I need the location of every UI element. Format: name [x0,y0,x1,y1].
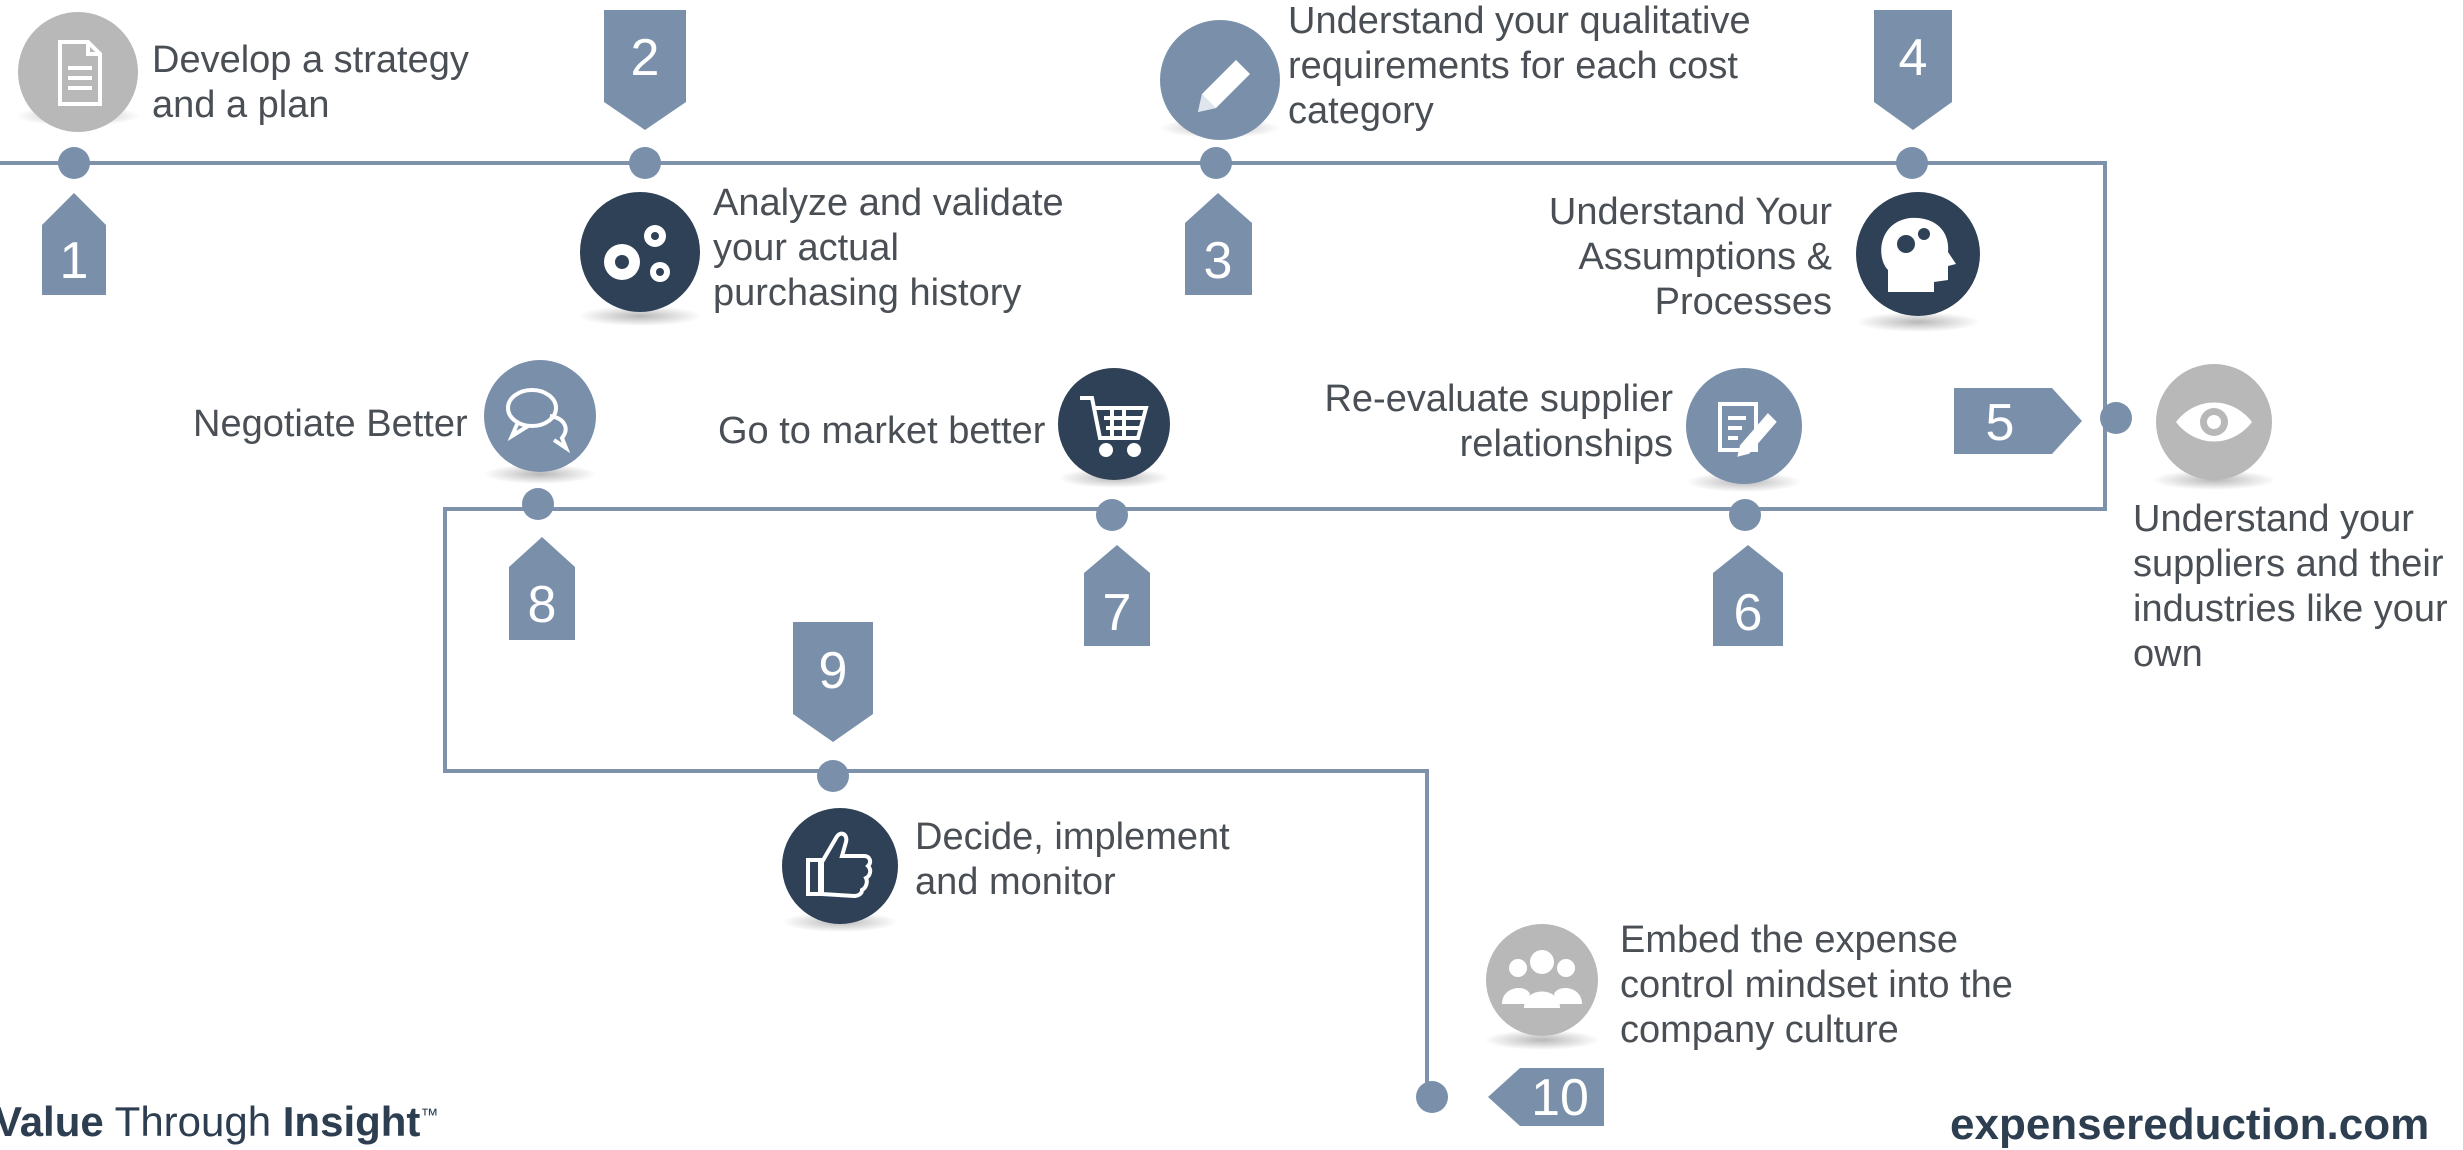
people-group-icon [1502,950,1582,1008]
node-dot [817,760,849,792]
step-number: 7 [1103,584,1132,642]
step-2: 2 [578,10,702,326]
step-2-label: Analyze and validate your actual purchas… [713,182,1064,314]
node-dot [1416,1081,1448,1113]
step-number: 9 [819,642,848,700]
pencil-icon [1198,60,1250,112]
step-icon-circle [580,192,700,312]
step-number: 10 [1531,1069,1589,1127]
step-number: 3 [1204,232,1233,290]
step-9-label: Decide, implement and monitor [915,816,1230,903]
step-6: 6 [1686,368,1802,646]
step-icon-circle [18,12,138,132]
tagline: Value Through Insight™ [0,1098,438,1146]
step-number: 5 [1986,394,2015,452]
step-number: 4 [1899,29,1928,87]
number-marker [1874,10,1952,130]
number-marker [793,622,873,742]
number-marker [42,193,106,295]
step-icon-circle [484,360,596,472]
node-dot [1729,499,1761,531]
number-marker [1185,193,1252,295]
tagline-word-through: Through [103,1098,283,1145]
eye-icon [2176,402,2252,442]
head-gears-icon [1881,217,1956,292]
number-marker [1084,545,1150,646]
number-marker [509,537,575,640]
step-number: 2 [631,29,660,87]
step-1: 1 [16,12,140,295]
step-9: 9 [782,622,898,932]
step-number: 1 [60,232,89,290]
tagline-word-insight: Insight [282,1098,421,1145]
tagline-word-value: Value [0,1098,104,1145]
step-8: 8 [484,360,596,640]
step-icon-circle [782,808,898,924]
step-number: 6 [1734,584,1763,642]
node-dot [522,488,554,520]
step-7: 7 [1058,368,1170,646]
step-5: 5 [1954,364,2276,490]
document-icon [58,40,102,106]
thumbs-up-icon [806,831,873,899]
node-dot [629,147,661,179]
timeline-connector [0,161,2107,1099]
shopping-cart-icon [1080,396,1149,457]
speech-bubbles-icon [506,388,571,454]
node-dot [1200,147,1232,179]
step-1-label: Develop a strategy and a plan [152,39,469,126]
node-dot [1096,499,1128,531]
step-number: 8 [528,576,557,634]
node-dot [2100,402,2132,434]
number-marker [1488,1068,1604,1126]
number-marker [1954,388,2082,454]
step-10-label: Embed the expense control mindset into t… [1620,919,2013,1051]
step-8-label: Negotiate Better [193,403,468,445]
edit-document-icon [1718,402,1777,457]
step-3-label: Understand your qualitative requirements… [1288,0,1751,132]
node-dot [1896,147,1928,179]
step-3: 3 [1160,20,1280,295]
number-marker [604,10,686,130]
step-7-label: Go to market better [718,410,1046,452]
step-4: 4 [1856,10,1980,332]
step-10: 10 [1416,924,1604,1127]
step-icon-circle [1486,924,1598,1036]
website-url[interactable]: expensereduction.com [1950,1100,2430,1149]
node-dot [58,147,90,179]
step-4-label: Understand Your Assumptions & Processes [1548,191,1832,323]
step-5-label: Understand your suppliers and their indu… [2133,498,2448,675]
step-6-label: Re-evaluate supplier relationships [1324,378,1673,465]
step-icon-circle [1686,368,1802,484]
number-marker [1713,545,1783,646]
trademark-symbol: ™ [420,1105,439,1125]
